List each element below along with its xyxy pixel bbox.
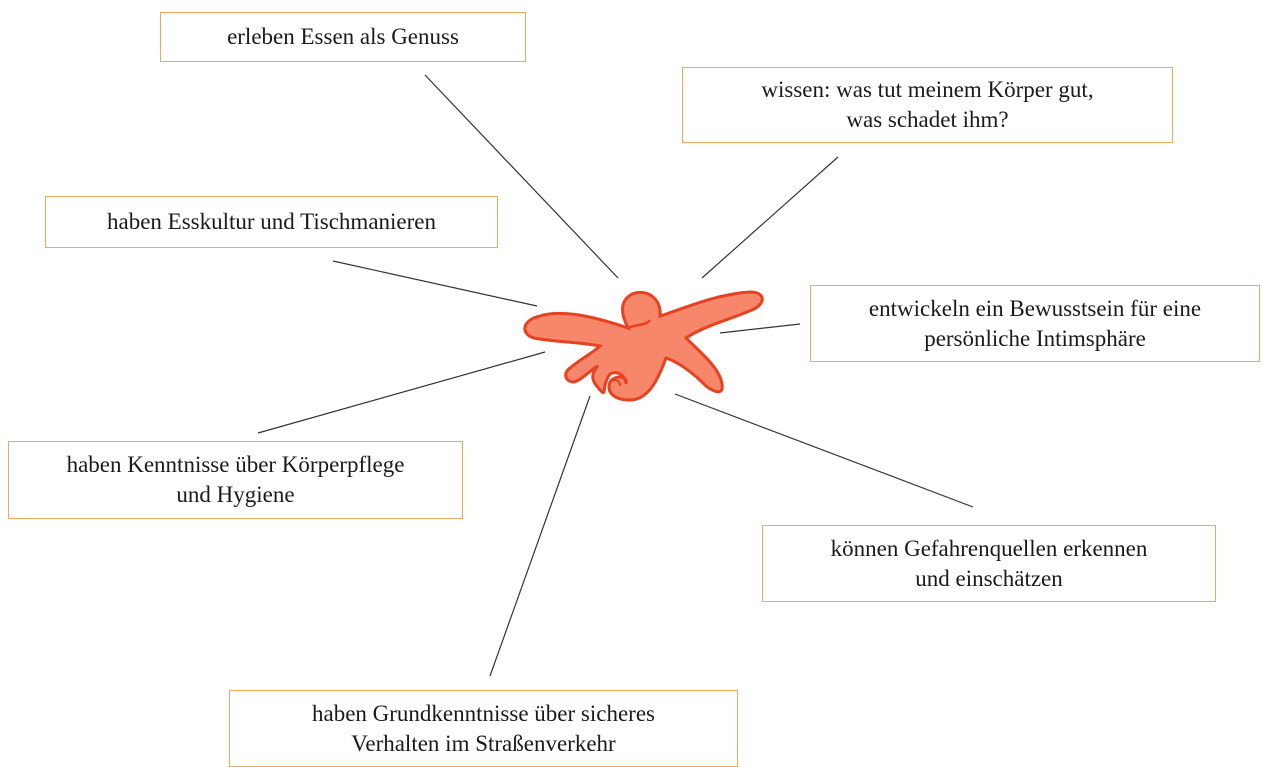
node-hygiene-line-1: haben Kenntnisse über Körperpflege [67,450,405,480]
node-genuss: erleben Essen als Genuss [160,12,526,62]
node-gefahr: können Gefahrenquellen erkennen und eins… [762,525,1216,602]
connector-esskultur [333,261,537,306]
node-esskultur-line-1: haben Esskultur und Tischmanieren [107,207,436,237]
connector-hygiene [258,352,545,433]
node-verkehr-line-1: haben Grundkenntnisse über sicheres [312,699,655,729]
node-hygiene-line-2: und Hygiene [176,480,294,510]
node-koerper-line-2: was schadet ihm? [846,105,1008,135]
node-intim: entwickeln ein Bewusstsein für eine pers… [810,285,1260,362]
node-gefahr-line-1: können Gefahrenquellen erkennen [831,534,1148,564]
node-verkehr: haben Grundkenntnisse über sicheres Verh… [229,690,738,767]
connector-gefahr [675,394,973,507]
connector-koerper [702,157,838,278]
node-gefahr-line-2: und einschätzen [915,564,1063,594]
node-esskultur: haben Esskultur und Tischmanieren [45,196,498,248]
node-intim-line-2: persönliche Intimsphäre [924,324,1146,354]
node-koerper: wissen: was tut meinem Körper gut, was s… [682,67,1173,143]
connector-verkehr [490,396,590,676]
node-intim-line-1: entwickeln ein Bewusstsein für eine [869,294,1201,324]
node-hygiene: haben Kenntnisse über Körperpflege und H… [8,441,463,519]
node-genuss-line-1: erleben Essen als Genuss [227,22,459,52]
node-verkehr-line-2: Verhalten im Straßenverkehr [351,729,615,759]
starfish-center-icon [510,280,770,410]
node-koerper-line-1: wissen: was tut meinem Körper gut, [761,75,1093,105]
